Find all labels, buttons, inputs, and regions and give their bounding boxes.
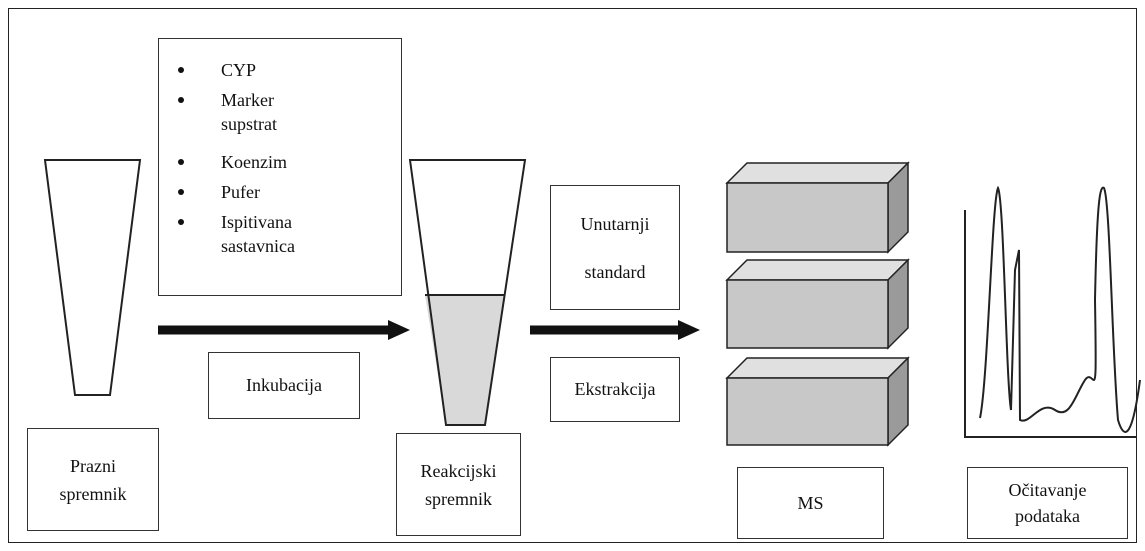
ingredient-item: CYP	[159, 58, 401, 82]
reaction-container-label-line1: Reakcijski	[420, 460, 497, 481]
data-readout-line1: Očitavanje	[1008, 480, 1087, 500]
chromatogram-trace	[979, 185, 1141, 433]
empty-container-label-line1: Prazni	[70, 455, 116, 476]
ingredient-item: Pufer	[159, 180, 401, 204]
empty-container-label-line2: spremnik	[59, 483, 127, 504]
internal-standard-box: Unutarnji standard	[550, 185, 680, 310]
extraction-label-box: Ekstrakcija	[550, 357, 680, 422]
data-readout-line2: podataka	[1015, 506, 1080, 526]
extraction-label: Ekstrakcija	[574, 379, 656, 399]
reaction-container-label-line2: spremnik	[424, 488, 492, 509]
reaction-container-label-box: Reakcijski spremnik	[396, 433, 521, 536]
empty-container-shape	[43, 159, 142, 396]
ingredients-box: CYP Marker supstrat Koenzim Pufer Ispiti…	[158, 38, 402, 296]
incubation-label: Inkubacija	[246, 375, 322, 395]
diagram-frame	[8, 8, 1137, 543]
chromatogram-axes	[964, 210, 1137, 438]
bullet-icon	[178, 67, 184, 73]
ms-label: MS	[797, 492, 824, 513]
bullet-icon	[178, 189, 184, 195]
chromatogram	[964, 185, 1141, 438]
ingredient-item: Koenzim	[159, 150, 401, 174]
ingredient-item: Ispitivana sastavnica	[159, 210, 401, 258]
data-readout-label-box: Očitavanje podataka	[967, 467, 1128, 539]
ms-block-3	[725, 356, 910, 447]
ms-block-1	[725, 161, 910, 254]
ingredients-list: CYP Marker supstrat Koenzim Pufer Ispiti…	[159, 58, 401, 258]
ingredient-item: Marker supstrat	[159, 88, 401, 136]
arrow-incubation-head	[388, 320, 410, 340]
bullet-icon	[178, 97, 184, 103]
arrow-extraction-head	[678, 320, 700, 340]
internal-standard-line1: Unutarnji	[580, 213, 650, 234]
bullet-icon	[178, 219, 184, 225]
empty-container-label-box: Prazni spremnik	[27, 428, 159, 531]
ms-label-box: MS	[737, 467, 884, 539]
reaction-container-shape	[408, 159, 527, 426]
incubation-label-box: Inkubacija	[208, 352, 360, 419]
reaction-container-liquid	[425, 295, 505, 425]
internal-standard-line2: standard	[584, 261, 646, 282]
bullet-icon	[178, 159, 184, 165]
ms-block-2	[725, 258, 910, 350]
